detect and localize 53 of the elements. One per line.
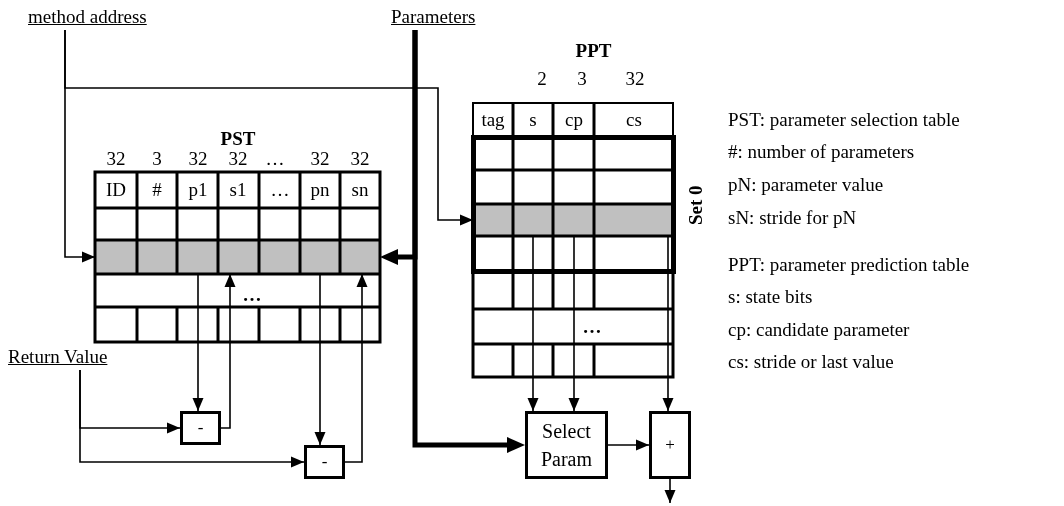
adder-box: + (649, 411, 691, 479)
signal-name: method address (28, 4, 172, 30)
arrow (664, 478, 676, 504)
key-text: #: number of parameters (728, 141, 915, 163)
key-text: s: state bits (728, 286, 813, 308)
column-header: sn (351, 179, 369, 201)
subtractor-box: - (180, 411, 221, 445)
bit-width: 3 (152, 148, 162, 170)
key-text: PPT: parameter prediction table (728, 254, 970, 276)
arrow (344, 273, 368, 463)
bit-width: 3 (577, 68, 587, 90)
arrow (607, 439, 650, 451)
arrow (568, 235, 580, 412)
column-header: s (529, 109, 537, 131)
key-text: PST: parameter selection table (728, 109, 960, 131)
key-text: pN: parameter value (728, 174, 884, 196)
column-header: tag (481, 109, 505, 131)
bit-width: 32 (228, 148, 248, 170)
signal-name: Parameters (391, 4, 495, 30)
bit-width: 32 (310, 148, 330, 170)
arrow (662, 235, 674, 412)
ellipsis: … (582, 316, 602, 338)
column-header: cs (626, 109, 642, 131)
set-label: Set 0 (684, 184, 707, 227)
key-text: sN: stride for pN (728, 207, 857, 229)
arrow (314, 273, 326, 446)
arrow (527, 235, 539, 412)
bit-width: … (265, 148, 285, 170)
bus-arrow (412, 30, 525, 453)
bit-width: 32 (625, 68, 645, 90)
arrow (192, 273, 204, 412)
column-header: … (270, 179, 290, 201)
column-header: s1 (229, 179, 247, 201)
column-header: p1 (188, 179, 208, 201)
arrow (79, 369, 305, 468)
column-header: pn (310, 179, 330, 201)
column-header: cp (565, 109, 583, 131)
arrow (64, 29, 474, 226)
bit-width: 32 (106, 148, 126, 170)
signal-name: Return Value (8, 344, 154, 370)
selector-box: Select Param (525, 411, 608, 479)
key-text: cs: stride or last value (728, 351, 894, 373)
table-title: PPT (574, 40, 613, 62)
bit-width: 2 (537, 68, 547, 90)
subtractor-box: - (304, 445, 345, 479)
arrow (220, 273, 236, 429)
column-header: ID (105, 179, 127, 201)
key-text: cp: candidate parameter (728, 319, 910, 341)
table-title: PST (219, 128, 257, 150)
ellipsis: … (242, 284, 262, 306)
column-header: # (152, 179, 162, 201)
bit-width: 32 (188, 148, 208, 170)
bit-width: 32 (350, 148, 370, 170)
